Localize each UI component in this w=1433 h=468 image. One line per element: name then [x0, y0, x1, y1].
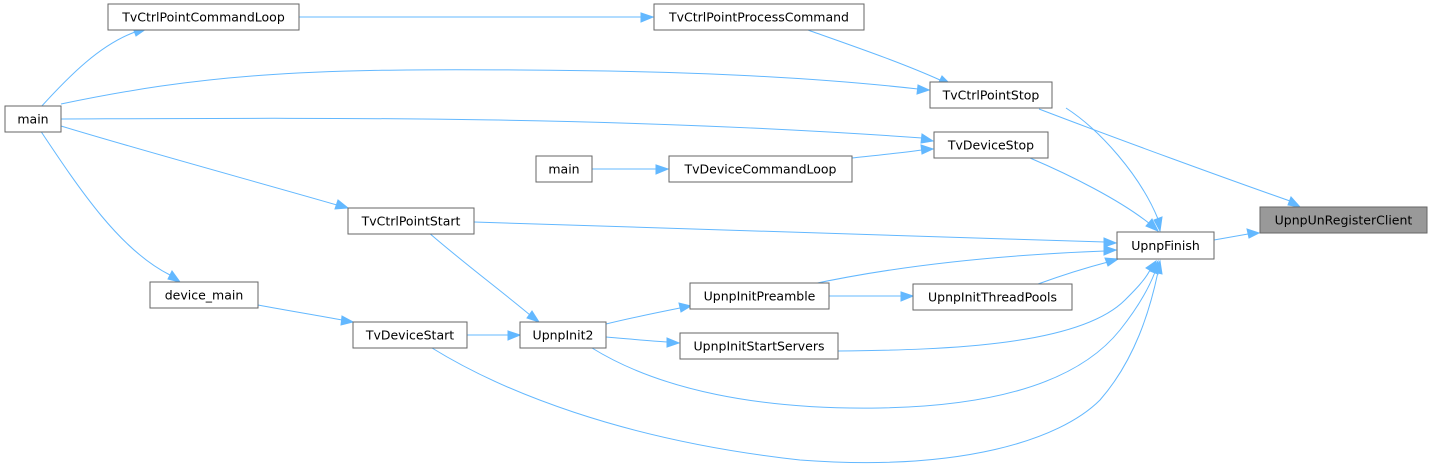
svg-text:TvDeviceStop: TvDeviceStop [947, 138, 1034, 153]
svg-text:UpnpInit2: UpnpInit2 [533, 328, 594, 343]
edge-cmdloop-processcmd [299, 12, 655, 23]
edge-devicestart-init2 [467, 330, 522, 341]
edge-init2-finish [591, 259, 1159, 409]
node-tv-device-stop[interactable]: TvDeviceStop [933, 131, 1049, 159]
node-upnp-init2[interactable]: UpnpInit2 [519, 321, 607, 349]
edge-init2-preamble [605, 302, 693, 325]
node-tv-device-command-loop[interactable]: TvDeviceCommandLoop [668, 155, 853, 183]
svg-text:TvCtrlPointStop: TvCtrlPointStop [942, 88, 1040, 103]
edge-devicestart-finish [431, 259, 1163, 463]
edge-preamble-finish [807, 245, 1118, 286]
edge-devicecmdloop-devicestop [851, 144, 935, 159]
node-tv-ctrl-point-start[interactable]: TvCtrlPointStart [347, 207, 475, 235]
node-upnp-finish[interactable]: UpnpFinish [1116, 231, 1215, 260]
node-tv-ctrl-point-process-command[interactable]: TvCtrlPointProcessCommand [653, 3, 865, 31]
edge-init2-startservers [605, 336, 681, 348]
svg-text:TvCtrlPointCommandLoop: TvCtrlPointCommandLoop [121, 10, 285, 25]
node-main-ctrl[interactable]: main [4, 105, 62, 133]
svg-text:TvCtrlPointStart: TvCtrlPointStart [361, 214, 461, 229]
node-upnp-init-preamble[interactable]: UpnpInitPreamble [689, 282, 830, 310]
node-device-main[interactable]: device_main [149, 281, 259, 309]
edge-preamble-threadpools [829, 291, 915, 302]
edge-ctrlstart-finish [473, 221, 1118, 248]
edge-ctrlstop-finish [1065, 107, 1163, 233]
node-tv-device-start[interactable]: TvDeviceStart [352, 321, 468, 349]
node-upnp-init-thread-pools[interactable]: UpnpInitThreadPools [912, 283, 1073, 311]
node-main-device[interactable]: main [535, 155, 593, 183]
svg-text:UpnpInitPreamble: UpnpInitPreamble [704, 289, 816, 304]
node-upnp-unregister-client[interactable]: UpnpUnRegisterClient [1259, 206, 1428, 234]
edge-finish-root [1213, 228, 1261, 241]
svg-text:TvDeviceStart: TvDeviceStart [365, 328, 454, 343]
edge-main-devicemain [39, 129, 182, 283]
edge-devicestop-finish [1029, 157, 1160, 232]
edge-devicemain-devicestart [257, 304, 355, 326]
node-tv-ctrl-point-stop[interactable]: TvCtrlPointStop [929, 81, 1053, 109]
svg-text:UpnpUnRegisterClient: UpnpUnRegisterClient [1275, 213, 1413, 228]
node-tv-ctrl-point-command-loop[interactable]: TvCtrlPointCommandLoop [107, 3, 300, 31]
edge-ctrlstop-root [1038, 108, 1302, 208]
edge-main2-devicecmdloop [592, 164, 670, 175]
edge-threadpools-finish [1037, 257, 1120, 285]
svg-text:TvDeviceCommandLoop: TvDeviceCommandLoop [683, 162, 836, 177]
svg-text:UpnpInitThreadPools: UpnpInitThreadPools [928, 290, 1057, 305]
edge-processcmd-ctrlstop [804, 28, 953, 86]
edge-main-ctrlstop [60, 69, 931, 105]
node-upnp-init-start-servers[interactable]: UpnpInitStartServers [679, 332, 839, 360]
svg-text:UpnpInitStartServers: UpnpInitStartServers [694, 339, 825, 354]
edge-ctrlstart-init2 [427, 231, 541, 323]
svg-text:main: main [17, 112, 48, 127]
svg-text:UpnpFinish: UpnpFinish [1131, 238, 1200, 253]
edge-main-ctrlstart [60, 125, 350, 210]
svg-text:main: main [548, 162, 579, 177]
edge-main-cmdloop [39, 27, 148, 109]
svg-text:TvCtrlPointProcessCommand: TvCtrlPointProcessCommand [668, 10, 849, 25]
svg-text:device_main: device_main [165, 288, 244, 303]
edge-main-devicestop [60, 117, 935, 144]
